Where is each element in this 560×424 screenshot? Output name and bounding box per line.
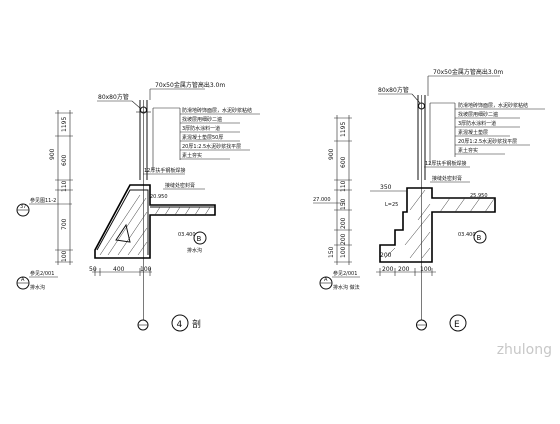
left-section-suffix: 剖 [192, 318, 201, 330]
left-dim-h2: 400 [113, 266, 125, 273]
right-seal-label: 接缝处密封膏 [432, 175, 462, 182]
left-ref-bottom: 参见2/001 [30, 270, 54, 277]
right-dim-v6: 200 [340, 217, 347, 229]
left-layer-2: 找坡层用细砂二遍 [182, 116, 222, 123]
right-layers-list: 防滑地砖饰面层，水泥砂浆粘结 找坡层用细砂二遍 3厚防水涂料一道 素混凝土垫层 … [455, 102, 545, 155]
left-layer-6: 素土夯实 [182, 152, 202, 159]
left-circle-mark: B [197, 235, 202, 243]
right-dim-h2: 200 [398, 266, 410, 273]
left-layer-4: 素混凝土垫层50厚 [182, 134, 223, 141]
right-circle-mark: B [477, 234, 482, 242]
right-layer-3: 3厚防水涂料一道 [458, 120, 496, 127]
left-post-label: 80x80方管 [98, 93, 129, 101]
left-layer-3: 3厚防水涂料一道 [182, 125, 220, 132]
right-layer-4: 素混凝土垫层 [458, 129, 488, 136]
right-layer-1: 防滑地砖饰面层，水泥砂浆粘结 [458, 102, 528, 109]
left-dim-v1: 1195 [61, 117, 68, 132]
right-dim-h4: 100 [420, 266, 432, 273]
left-dim-v6: 100 [61, 250, 68, 262]
right-layer-6: 素土夯实 [458, 147, 478, 154]
right-rail-label: 70x50金属方管高出3.0m [433, 68, 503, 76]
left-el-bottom: 03.400 [178, 232, 196, 238]
right-ref-bottom-num: A [324, 277, 328, 283]
right-layer-5: 20厚1:2.5水泥砂浆找平层 [458, 138, 517, 145]
left-ref-top: 参见图11-2 [30, 197, 56, 204]
left-dim-v5: 700 [61, 218, 68, 230]
right-el-right: 25.950 [470, 193, 488, 199]
left-dim-v2: 900 [49, 148, 56, 160]
left-circle-note: 排水沟 [187, 247, 202, 254]
left-slope-label: 接缝处密封膏 [165, 182, 195, 189]
right-section-number: E [454, 320, 460, 330]
left-dim-v3: 600 [61, 154, 68, 166]
right-dim-v7: 200 [340, 233, 347, 245]
left-rail-label: 70x50金属方管高出3.0m [155, 81, 225, 89]
right-dim-left-mid: L=25 [385, 202, 398, 208]
left-layer-1: 防滑地砖饰面层，水泥砂浆粘结 [182, 107, 252, 114]
left-layers-list: 防滑地砖饰面层，水泥砂浆粘结 找坡层用细砂二遍 3厚防水涂料一道 素混凝土垫层5… [180, 107, 260, 160]
right-note-bottom: 排水沟 做法 [333, 284, 360, 291]
right-ref-bottom: 参见2/001 [333, 270, 357, 277]
right-dim-v5: 150 [340, 198, 347, 210]
right-weld-label: 12厚扶手钢板焊接 [425, 160, 466, 167]
right-dim-v2: 900 [328, 148, 335, 160]
right-dim-h3: 200 [380, 252, 392, 259]
right-dim-v9: 150 [328, 246, 335, 258]
right-dim-v1: 1195 [340, 122, 347, 137]
right-dim-v4: 110 [340, 180, 347, 192]
right-dim-left-top: 350 [380, 184, 392, 191]
right-dim-v8: 100 [340, 246, 347, 258]
watermark-logo: zhulong [496, 342, 552, 358]
right-el-top: 27.000 [313, 197, 331, 203]
left-dim-h3: 100 [140, 266, 152, 273]
left-section: 70x50金属方管高出3.0m 80x80方管 防滑地砖饰面层，水泥砂浆粘结 找… [16, 81, 260, 332]
right-dim-v3: 600 [340, 156, 347, 168]
right-post-label: 80x80方管 [378, 86, 409, 94]
left-layer-5: 20厚1:2.5水泥砂浆找平层 [182, 143, 241, 150]
left-ref-top-num: 37 [20, 204, 26, 210]
left-dim-h1: 50 [89, 266, 97, 273]
right-layer-2: 找坡层用细砂二遍 [458, 111, 498, 118]
left-ref-bottom-num: A [21, 277, 25, 283]
left-el-top: 20.950 [150, 194, 168, 200]
right-dim-h1: 200 [382, 266, 394, 273]
left-note-bottom: 排水沟 [30, 284, 45, 291]
right-section: 70x50金属方管高出3.0m 80x80方管 防滑地砖饰面层，水泥砂浆粘结 找… [313, 68, 545, 332]
left-weld-label: 12厚扶手钢板焊接 [144, 167, 185, 174]
right-el-bottom: 03.400 [458, 232, 476, 238]
left-dim-v4: 110 [61, 180, 68, 192]
left-section-number: 4 [177, 320, 183, 330]
